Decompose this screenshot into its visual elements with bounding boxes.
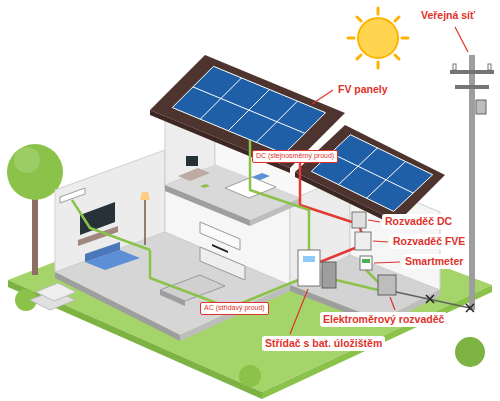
sun-part-part xyxy=(377,8,380,14)
roof xyxy=(150,55,445,227)
sun-part-part xyxy=(395,55,399,59)
devices-part xyxy=(360,256,372,270)
sun-part-part xyxy=(348,37,354,40)
leader-lines-part xyxy=(374,262,400,263)
leader-lines-part xyxy=(312,90,333,104)
wires-part xyxy=(150,250,298,308)
roof-part xyxy=(295,125,445,222)
callout-label: Veřejná síť xyxy=(418,8,478,23)
callout-label: Rozvaděč DC xyxy=(382,214,455,229)
devices-part xyxy=(298,250,320,286)
living-room-part xyxy=(85,242,120,262)
wires xyxy=(72,140,378,308)
roof-part xyxy=(331,153,413,193)
tree-part xyxy=(455,337,485,367)
leader-lines-part xyxy=(455,27,468,52)
kitchen-part xyxy=(160,290,185,306)
stairs xyxy=(30,283,76,310)
roof-part xyxy=(193,87,305,133)
ground xyxy=(8,190,492,399)
kitchen-part xyxy=(200,247,245,280)
sun-part-part xyxy=(402,37,408,40)
kitchen xyxy=(160,222,245,306)
upper-floor-part xyxy=(250,198,300,226)
ground-floor-part xyxy=(55,150,165,272)
kitchen-part xyxy=(200,222,240,250)
stairs-part xyxy=(36,283,76,301)
tree-part xyxy=(32,190,38,275)
living-room xyxy=(60,188,150,270)
kitchen-part xyxy=(212,244,228,253)
leader-lines-part xyxy=(390,297,395,310)
devices-part xyxy=(352,212,366,228)
upper-floor-part xyxy=(178,168,210,181)
devices-part xyxy=(378,275,396,295)
devices-part xyxy=(303,256,315,262)
tree-part xyxy=(239,365,261,387)
sun-part xyxy=(348,8,408,68)
leader-lines-part xyxy=(373,241,388,242)
utility-pole-part xyxy=(426,295,434,303)
sun-part-part xyxy=(357,17,361,21)
utility-pole-part xyxy=(476,100,486,114)
utility-pole-part xyxy=(469,55,475,310)
wires-part xyxy=(320,248,355,262)
sun-part-part xyxy=(377,62,380,68)
wires-part xyxy=(336,280,378,290)
callout-label: Rozvaděč FVE xyxy=(390,234,468,249)
leader-lines-part xyxy=(290,289,308,334)
devices-part xyxy=(355,232,371,250)
upper-floor-part xyxy=(252,173,270,180)
upper-floor-part xyxy=(186,156,198,166)
utility-pole-part xyxy=(466,304,474,312)
utility-pole-part xyxy=(450,70,494,74)
callout-label: Střídač s bat. úložištěm xyxy=(262,336,385,351)
utility-pole-part xyxy=(455,85,489,89)
wires-part xyxy=(366,270,378,282)
callout-label: Elektroměrový rozvaděč xyxy=(320,312,447,327)
tree-part xyxy=(14,147,40,173)
utility-pole-part xyxy=(396,292,470,308)
wires-part xyxy=(72,200,150,250)
utility-pole-part xyxy=(488,64,491,70)
leader-lines xyxy=(290,27,468,334)
devices-part xyxy=(362,259,370,263)
sun xyxy=(348,8,408,68)
callout-label: Smartmeter xyxy=(402,254,466,269)
utility-pole-part xyxy=(453,64,456,70)
upper-floor-part xyxy=(200,184,210,188)
callout-label: FV panely xyxy=(335,82,391,97)
callout-label: AC (střídavý proud) xyxy=(200,302,269,315)
sun-part-part xyxy=(357,55,361,59)
utility-pole xyxy=(396,55,494,312)
devices-part xyxy=(322,262,336,288)
living-room-part xyxy=(144,200,146,245)
sun-part-part xyxy=(395,17,399,21)
sun-part xyxy=(358,18,398,58)
ground-part xyxy=(8,190,492,392)
leader-lines-part xyxy=(368,220,380,222)
roof-part xyxy=(311,135,432,212)
callout-label: DC (stejnosměrný proud) xyxy=(252,150,338,163)
living-room-part xyxy=(140,192,150,200)
